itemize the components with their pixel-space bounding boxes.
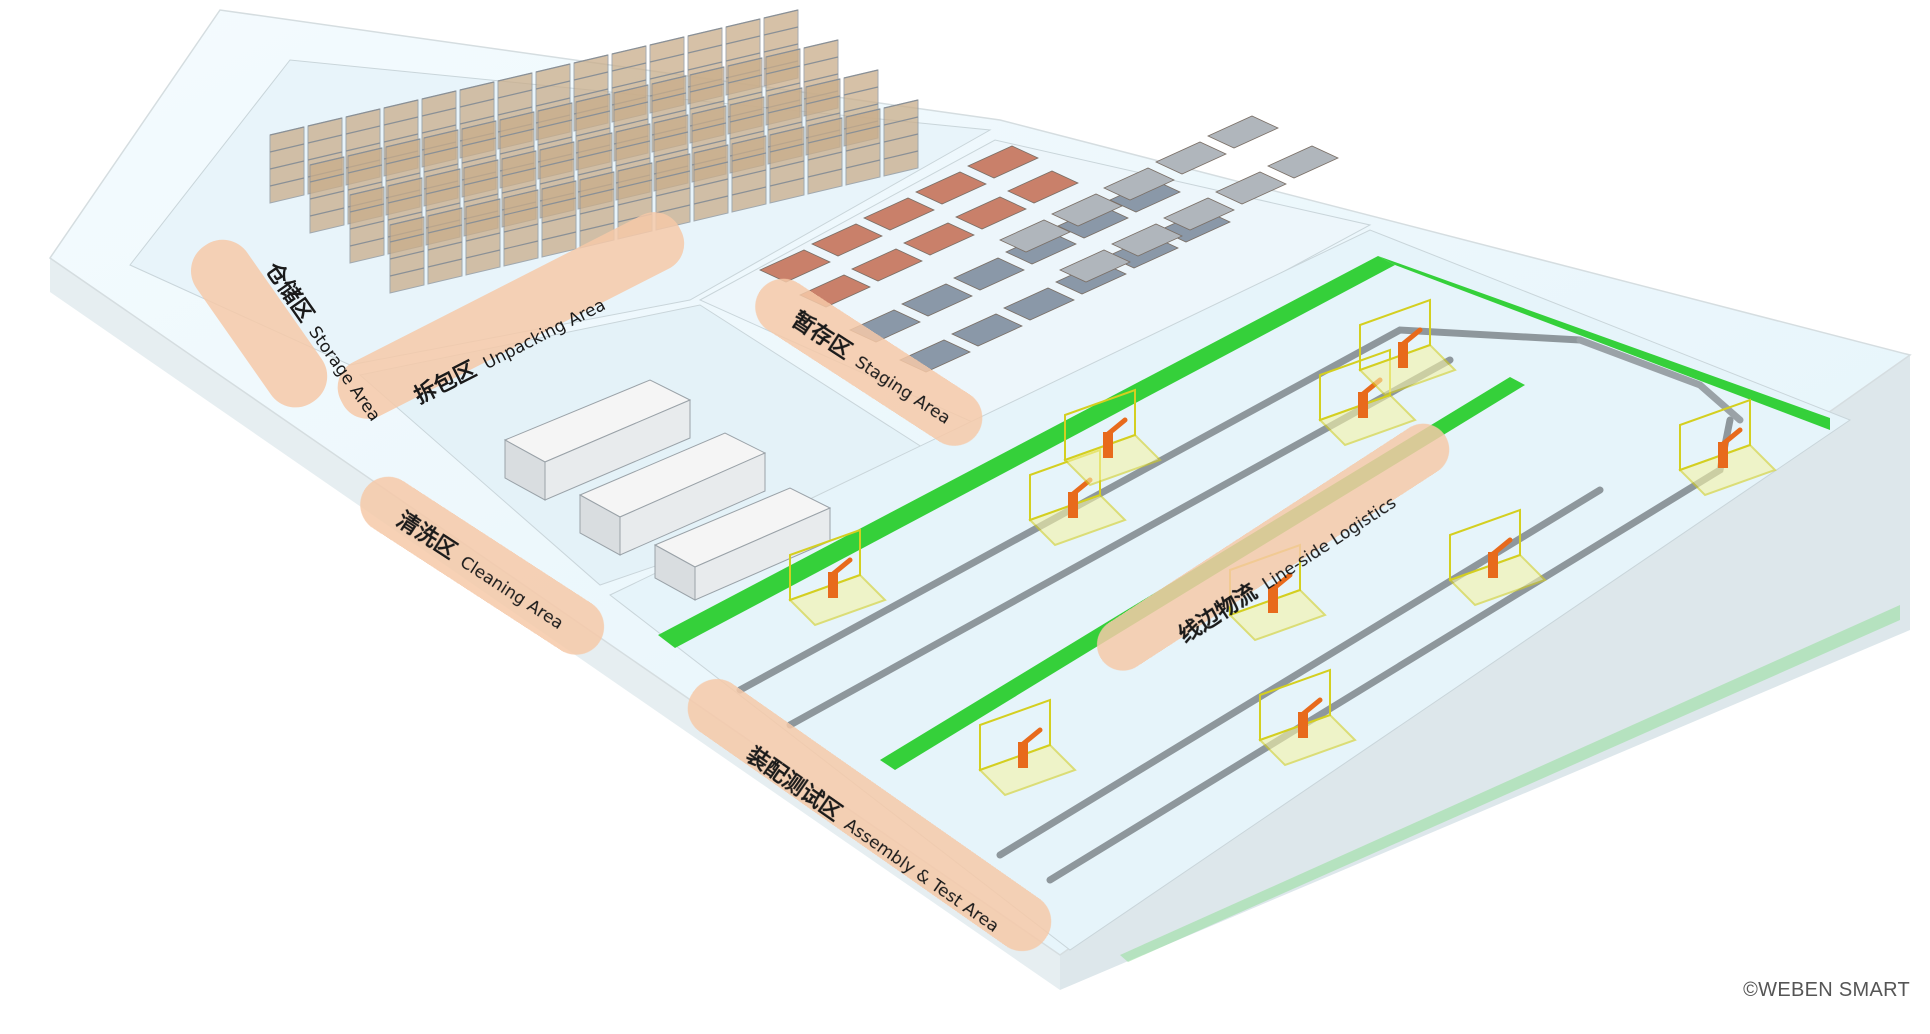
staging-pallet (1207, 115, 1279, 149)
staging-pallet (955, 196, 1027, 230)
robot-cell (978, 698, 1077, 797)
cleaning-label-band (360, 476, 605, 655)
robot-cell (1258, 668, 1357, 767)
cleaning-machine (503, 379, 692, 501)
industrial-robot-icon (1398, 342, 1408, 368)
staging-pallet (901, 283, 973, 317)
staging-pallet (903, 222, 975, 256)
staging-pallet (1051, 193, 1123, 227)
robot-cell (1678, 398, 1777, 497)
robot-cell (1318, 348, 1417, 447)
cleaning-machine (578, 432, 767, 556)
rack-bay (731, 135, 767, 213)
staging-pallet (967, 145, 1039, 179)
staging-pallet (1003, 287, 1075, 321)
industrial-robot-icon (1488, 552, 1498, 578)
label-bands (190, 212, 1450, 952)
staging-pallet (915, 171, 987, 205)
robot-cell (1063, 388, 1162, 487)
robot-cell (1028, 448, 1127, 547)
rack-bay (427, 207, 463, 285)
staging-pallet (1103, 167, 1175, 201)
industrial-robot-icon (1268, 587, 1278, 613)
industrial-robot-icon (1298, 712, 1308, 738)
rack-bay (655, 153, 691, 231)
robot-cell (1448, 508, 1547, 607)
unpacking-label-band (337, 212, 685, 419)
rack-bay (465, 198, 501, 276)
staging-pallet (863, 197, 935, 231)
robot-cell (1358, 298, 1457, 397)
staging-pallet (759, 249, 831, 283)
staging-pallet (1111, 223, 1183, 257)
staging-pallet (1059, 249, 1131, 283)
staging-pallet (953, 257, 1025, 291)
robot-cells (788, 298, 1777, 797)
rack-bay (389, 216, 425, 294)
staging-pallet (1267, 145, 1339, 179)
staging-pallet (999, 219, 1071, 253)
robot-cell (1228, 543, 1327, 642)
industrial-robot-icon (828, 572, 838, 598)
rack-bay (769, 126, 805, 204)
lineside-label-band (1096, 423, 1450, 671)
staging-pallet (1163, 197, 1235, 231)
storage-label-band (190, 239, 328, 408)
rack-bay (807, 117, 843, 195)
robot-cell (788, 528, 887, 627)
industrial-robot-icon (1718, 442, 1728, 468)
industrial-robot-icon (1103, 432, 1113, 458)
industrial-robot-icon (1068, 492, 1078, 518)
rack-bay (541, 180, 577, 258)
assembly-label-band (687, 678, 1052, 952)
storage-rack-system (269, 9, 919, 294)
rack-bay (349, 186, 385, 264)
rack-bay (269, 126, 305, 204)
rack-bay (883, 99, 919, 177)
rack-bay (845, 108, 881, 186)
cleaning-machines (503, 379, 832, 601)
industrial-robot-icon (1018, 742, 1028, 768)
rack-bay (503, 189, 539, 267)
staging-pallet (851, 248, 923, 282)
staging-pallet (811, 223, 883, 257)
staging-pallet (1155, 141, 1227, 175)
copyright-notice: ©WEBEN SMART (1743, 979, 1910, 1001)
rack-bay (309, 156, 345, 234)
staging-pallet (951, 313, 1023, 347)
staging-pallet (1007, 170, 1079, 204)
staging-label-band (755, 278, 983, 446)
staging-pallet (1215, 171, 1287, 205)
rack-bay (693, 144, 729, 222)
industrial-robot-icon (1358, 392, 1368, 418)
staging-pallets (759, 115, 1339, 373)
